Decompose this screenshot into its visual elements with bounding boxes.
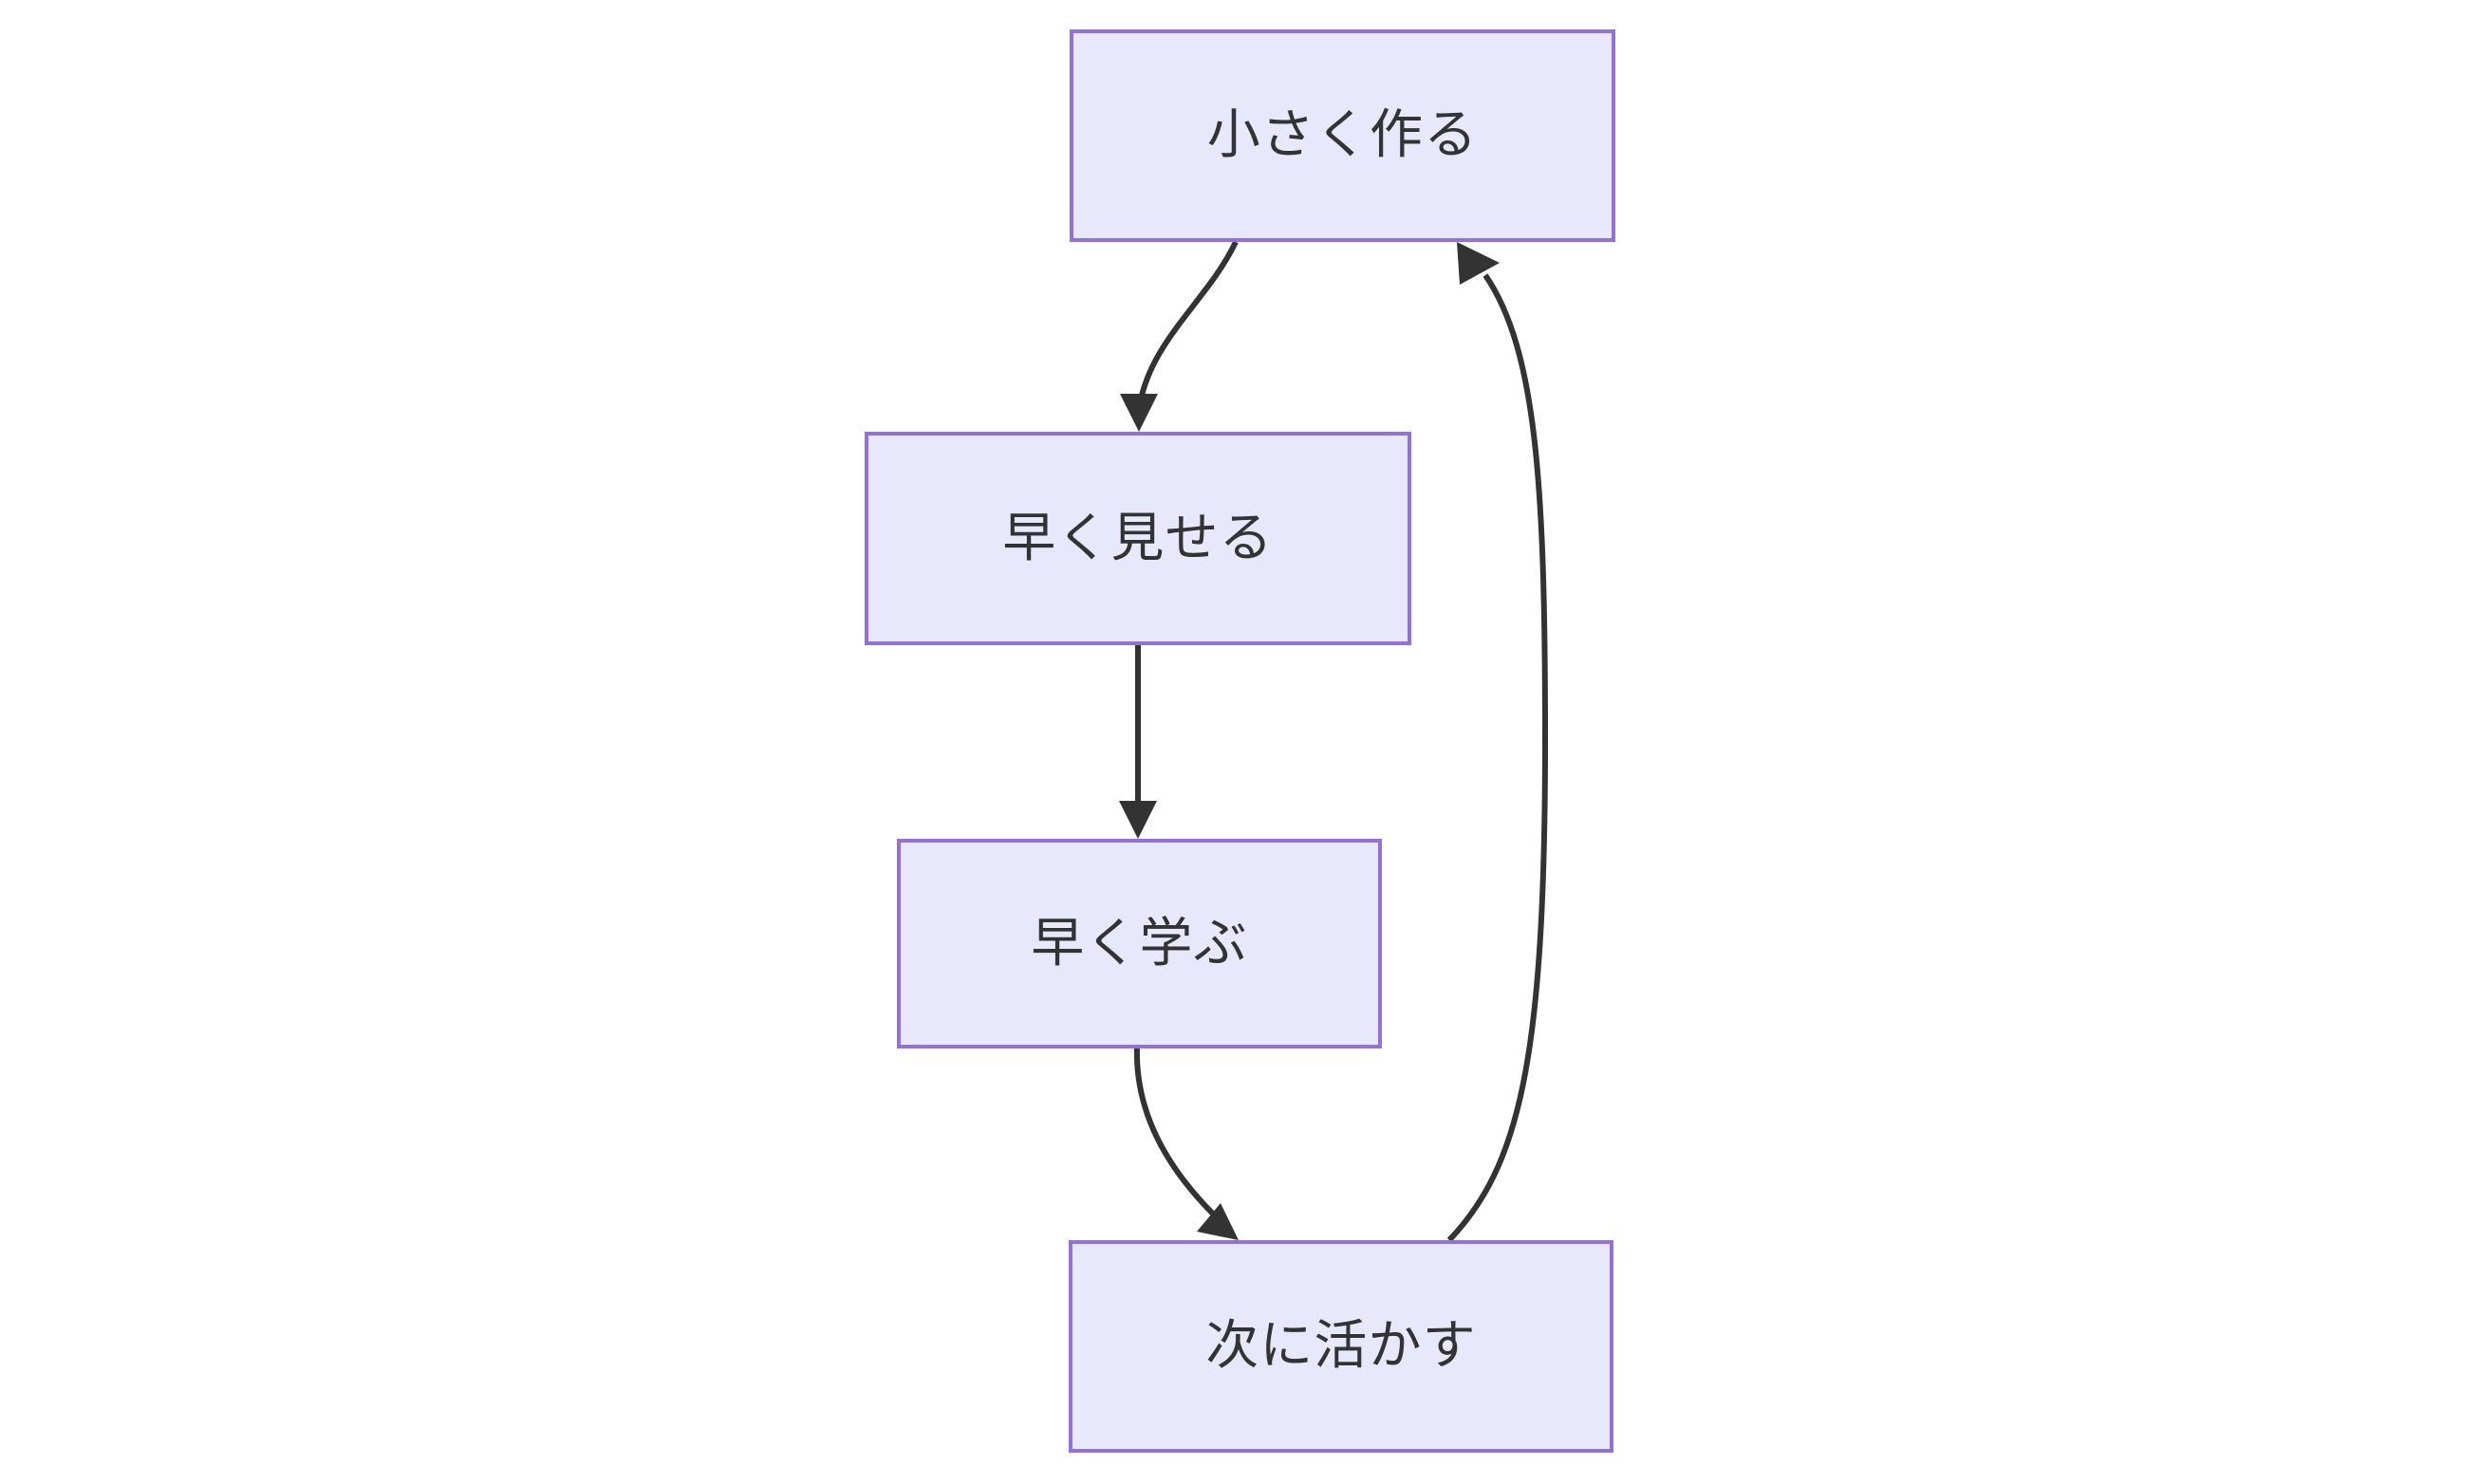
arrowhead-icon (1197, 1203, 1239, 1240)
node-label: 小さく作る (1206, 104, 1479, 167)
node-learn-early[interactable]: 早く学ぶ (897, 839, 1382, 1048)
edge-learn-to-apply (1133, 1048, 1239, 1240)
node-label: 次に活かす (1205, 1315, 1477, 1378)
edge-small-to-show (1120, 240, 1239, 432)
arrowhead-icon (1120, 394, 1158, 432)
node-label: 早く学ぶ (1031, 912, 1248, 974)
node-apply-next[interactable]: 次に活かす (1069, 1240, 1613, 1453)
node-show-early[interactable]: 早く見せる (865, 432, 1411, 645)
edge-apply-to-small (1446, 242, 1549, 1243)
arrowhead-icon (1457, 242, 1500, 285)
edge-show-to-learn (1119, 645, 1157, 839)
arrowhead-icon (1119, 801, 1157, 839)
node-label: 早く見せる (1002, 507, 1274, 569)
node-small-build[interactable]: 小さく作る (1070, 29, 1615, 242)
